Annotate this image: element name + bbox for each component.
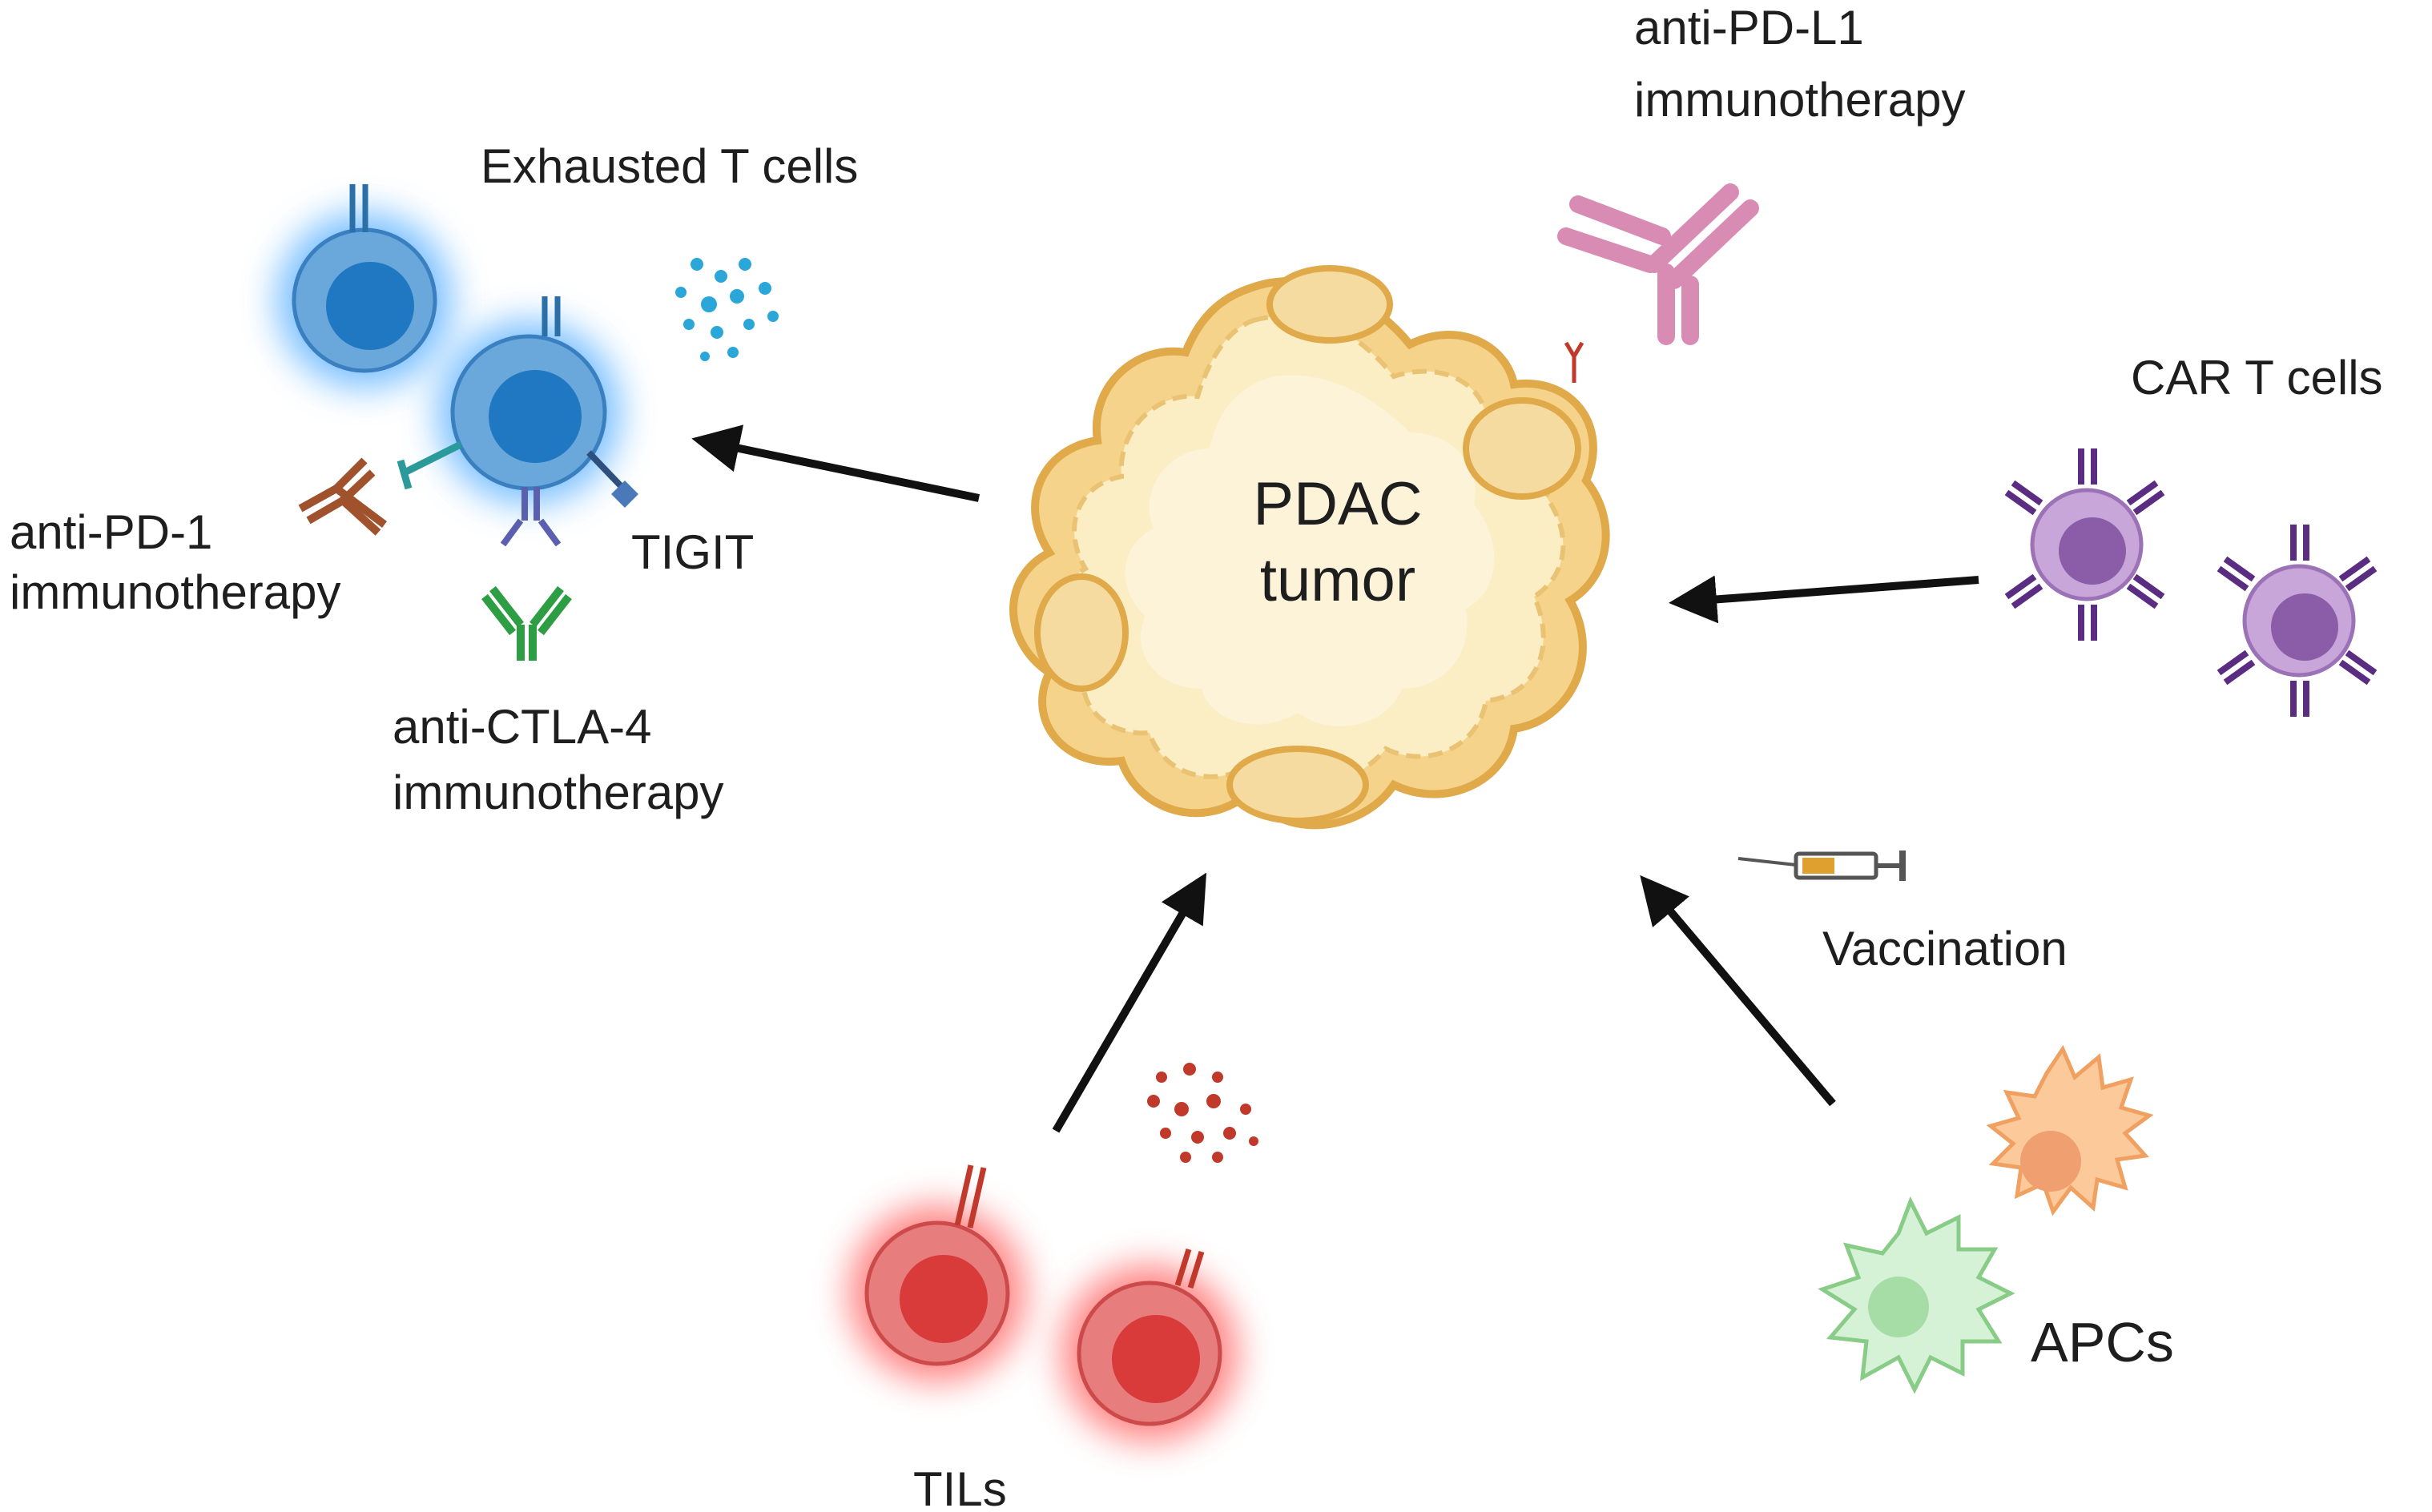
anti-pdl1-antibody-icon — [1557, 183, 1759, 345]
tumor-label-line2: tumor — [1260, 546, 1415, 614]
tcr-icon — [954, 1164, 987, 1228]
tumor-receptor-icon — [1564, 341, 1584, 383]
anti-ctla4-label-line1: anti-CTLA-4 — [393, 700, 651, 754]
cytokine-dots-blue — [675, 258, 779, 361]
anti-pdl1-label-line2: immunotherapy — [1634, 73, 1966, 127]
apcs-label: APCs — [2031, 1311, 2174, 1373]
anti-pd1-label-line1: anti-PD-1 — [10, 505, 212, 559]
vaccination-label: Vaccination — [1822, 922, 2068, 975]
anti-pd1-antibody-icon — [298, 457, 387, 536]
syringe-icon — [1737, 850, 1906, 881]
car-t-cells-label: CAR T cells — [2131, 351, 2383, 404]
pd1-receptor-icon — [397, 440, 463, 490]
apc-orange-cell — [1986, 1044, 2154, 1216]
tcr-icon — [349, 184, 368, 232]
car-t-cells — [2004, 448, 2378, 717]
ctla4-receptor-icon — [500, 487, 562, 547]
arrows — [691, 424, 1979, 1133]
exhausted-t-cells — [276, 184, 638, 547]
anti-ctla4-antibody-icon — [481, 585, 572, 661]
apc-green-cell — [1818, 1196, 2015, 1394]
arrow-to-exhausted — [691, 424, 980, 502]
tcr-icon — [1174, 1248, 1205, 1289]
til-cells — [849, 1164, 1238, 1442]
arrow-from-car-t — [1669, 575, 1979, 624]
arrow-from-tils — [1052, 872, 1207, 1133]
exhausted-t-cells-label: Exhausted T cells — [481, 139, 858, 193]
tcr-icon — [542, 296, 561, 336]
anti-ctla4-label-line2: immunotherapy — [393, 766, 724, 819]
anti-pdl1-label-line1: anti-PD-L1 — [1634, 1, 1864, 54]
pdac-tumor: PDAC tumor — [1009, 265, 1610, 830]
anti-pd1-label-line2: immunotherapy — [10, 565, 341, 619]
arrow-from-apcs — [1640, 875, 1836, 1107]
tigit-receptor-icon — [586, 450, 638, 508]
tumor-label-line1: PDAC — [1253, 470, 1422, 538]
apc-cells — [1818, 1044, 2154, 1394]
cytokine-dots-red — [1147, 1063, 1258, 1163]
tigit-label: TIGIT — [631, 525, 754, 579]
tils-label: TILs — [913, 1462, 1007, 1512]
